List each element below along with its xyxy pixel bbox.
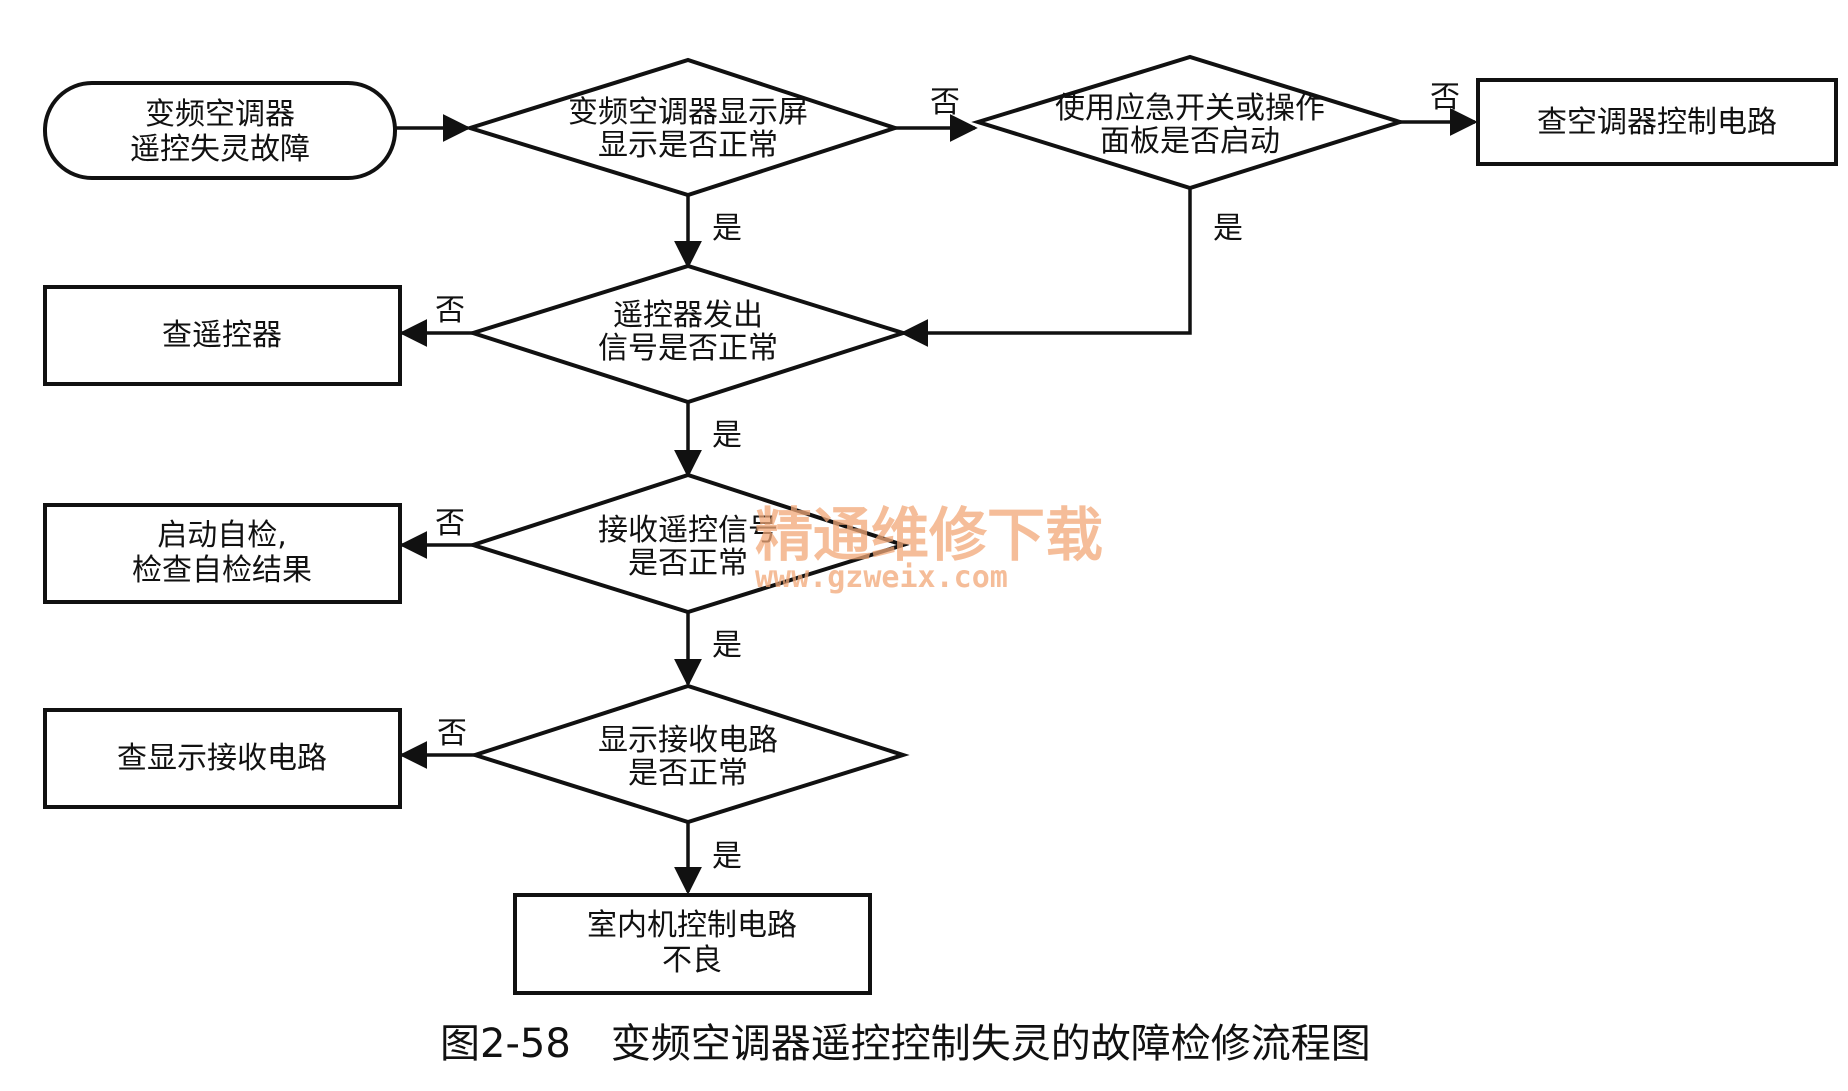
decision-remote-signal: 遥控器发出 信号是否正常 xyxy=(466,263,910,405)
process-check-remote: 查遥控器 xyxy=(43,285,402,386)
decision-emergency-line-2: 面板是否启动 xyxy=(1100,124,1280,159)
decision-receive-line-2: 是否正常 xyxy=(628,546,748,581)
process-end-indoor-circuit: 室内机控制电路 不良 xyxy=(513,893,872,995)
start-line-2: 遥控失灵故障 xyxy=(130,132,310,167)
label-no-emergency: 否 xyxy=(1430,80,1460,115)
decision-receive-line-1: 接收遥控信号 xyxy=(598,513,778,548)
edge-labels: 否 否 是 是 否 是 否 是 否 是 xyxy=(435,80,1460,874)
process-selftest-line-1: 启动自检, xyxy=(157,518,287,553)
decision-circuit-line-2: 是否正常 xyxy=(628,756,748,791)
label-no-signal: 否 xyxy=(435,293,465,328)
process-check-control-text: 查空调器控制电路 xyxy=(1537,105,1777,140)
decision-receive-signal: 接收遥控信号 是否正常 xyxy=(466,472,910,615)
label-no-display: 否 xyxy=(930,85,960,120)
start-line-1: 变频空调器 xyxy=(145,97,295,132)
label-yes-display: 是 xyxy=(712,211,742,246)
label-yes-emergency: 是 xyxy=(1213,211,1243,246)
decision-signal-line-1: 遥控器发出 xyxy=(613,298,763,333)
decision-circuit-line-1: 显示接收电路 xyxy=(598,723,778,758)
process-check-receive-circuit: 查显示接收电路 xyxy=(43,708,402,809)
figure-caption: 图2-58 变频空调器遥控控制失灵的故障检修流程图 xyxy=(440,1021,1371,1067)
label-yes-receive: 是 xyxy=(712,628,742,663)
process-check-receive-text: 查显示接收电路 xyxy=(117,741,327,776)
edges xyxy=(395,108,1478,895)
label-yes-signal: 是 xyxy=(712,418,742,453)
decision-receive-circuit: 显示接收电路 是否正常 xyxy=(468,683,910,825)
process-check-control-circuit: 查空调器控制电路 xyxy=(1476,78,1838,166)
process-self-test: 启动自检, 检查自检结果 xyxy=(43,503,402,604)
edge-emergency-yes-to-signal xyxy=(900,188,1192,347)
decision-display-line-2: 显示是否正常 xyxy=(598,128,778,163)
end-line-2: 不良 xyxy=(662,943,722,978)
end-line-1: 室内机控制电路 xyxy=(587,908,797,943)
process-selftest-line-2: 检查自检结果 xyxy=(132,553,312,588)
start-terminal: 变频空调器 遥控失灵故障 xyxy=(43,81,397,180)
label-yes-circuit: 是 xyxy=(712,839,742,874)
label-no-receive: 否 xyxy=(435,506,465,541)
decision-display-normal: 变频空调器显示屏 显示是否正常 xyxy=(463,57,902,198)
watermark: 精通维修下载 www.gzweix.com xyxy=(755,501,1103,595)
watermark-url: www.gzweix.com xyxy=(755,560,1008,595)
label-no-circuit: 否 xyxy=(437,716,467,751)
decision-emergency-line-1: 使用应急开关或操作 xyxy=(1055,91,1325,126)
watermark-main: 精通维修下载 xyxy=(755,501,1103,569)
process-check-remote-text: 查遥控器 xyxy=(162,318,282,353)
decision-emergency-switch: 使用应急开关或操作 面板是否启动 xyxy=(971,54,1407,191)
decision-display-line-1: 变频空调器显示屏 xyxy=(568,95,808,130)
decision-signal-line-2: 信号是否正常 xyxy=(598,331,778,366)
